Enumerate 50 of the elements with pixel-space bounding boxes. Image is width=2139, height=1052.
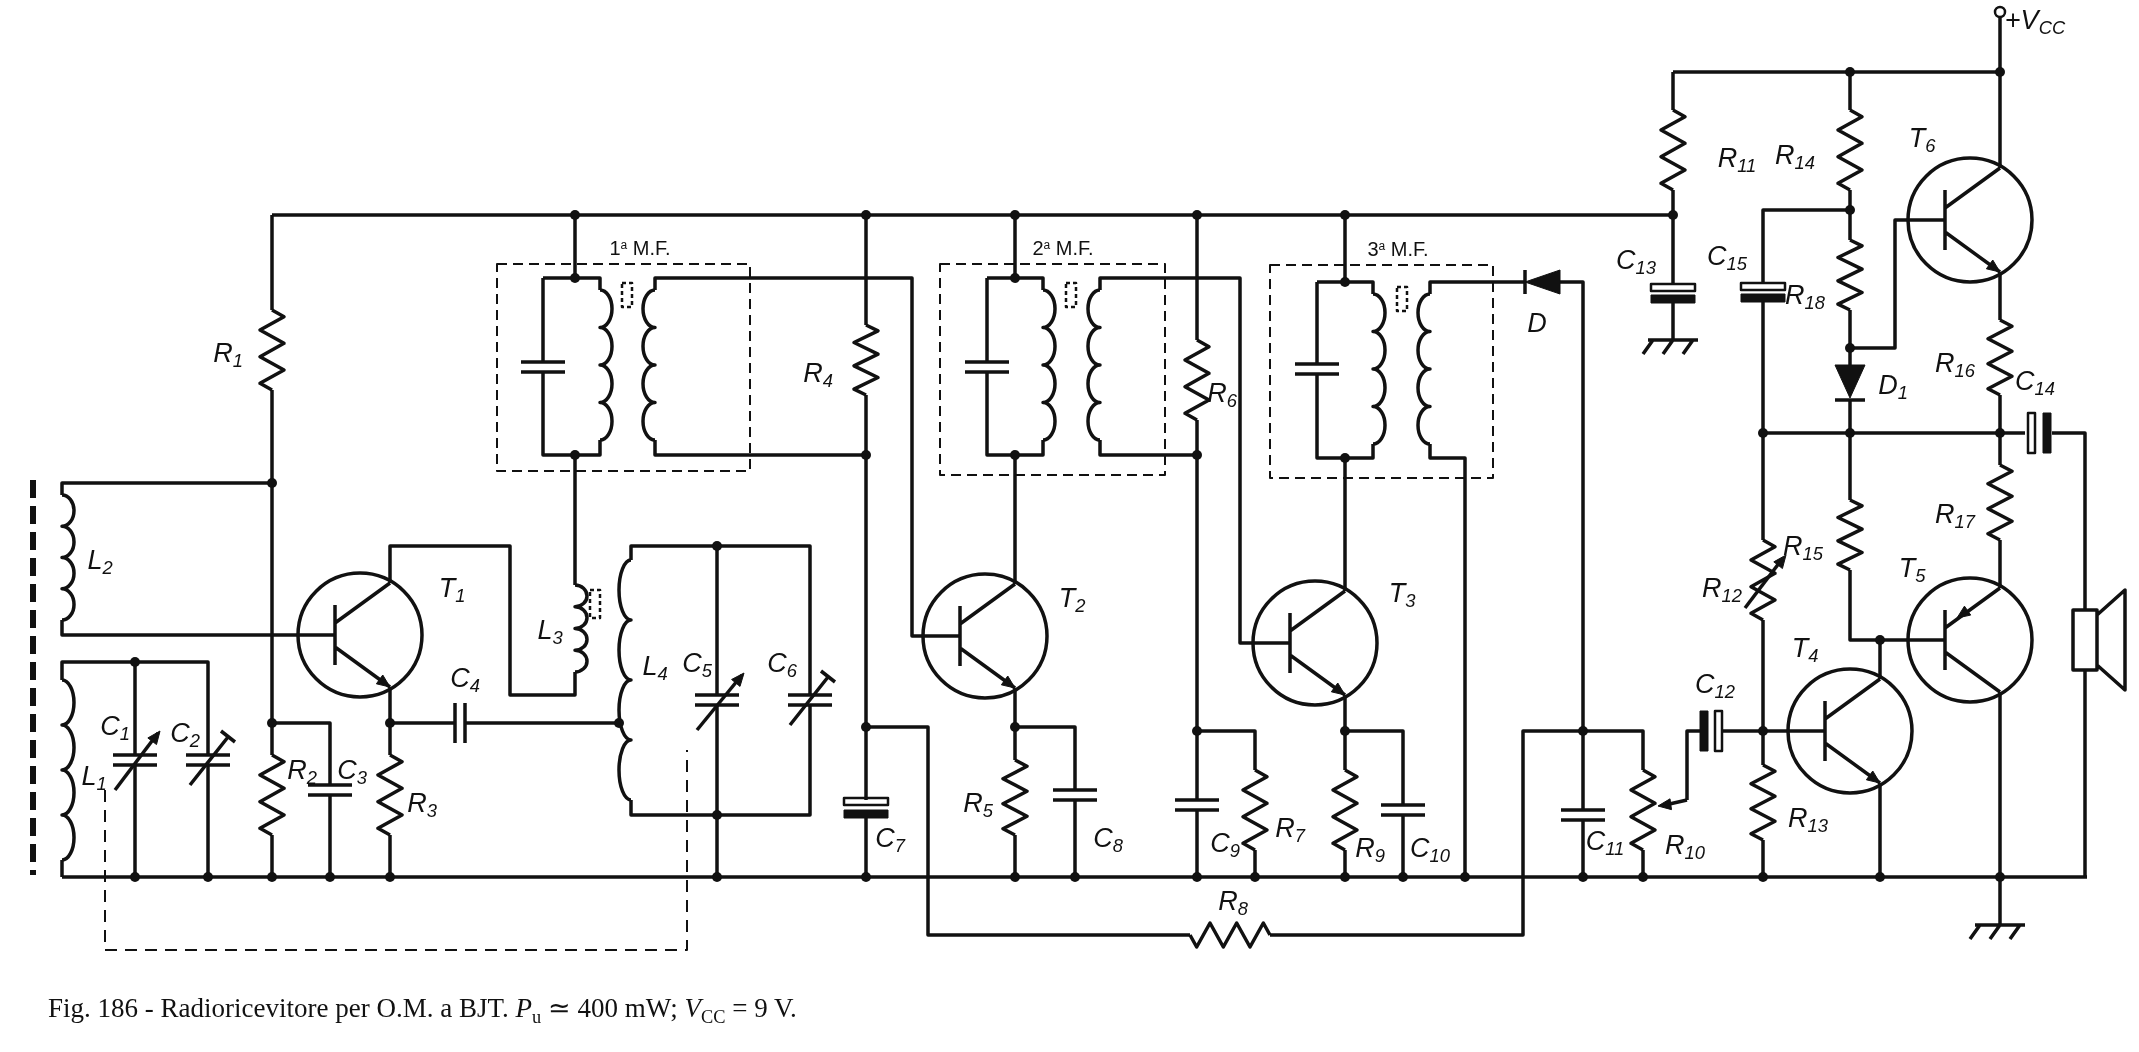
component-label: R$_{2}$ — [287, 756, 317, 788]
component-label: D — [1527, 309, 1547, 337]
component-label: T$_{3}$ — [1388, 579, 1416, 611]
component-label: T$_{1}$ — [438, 574, 466, 606]
component-label: C$_{2}$ — [170, 719, 200, 751]
stage-heading: 3$^{a}$ M.F. — [1367, 239, 1429, 259]
component-label: R$_{4}$ — [803, 359, 833, 391]
component-label: C$_{8}$ — [1093, 824, 1123, 856]
component-label: C$_{12}$ — [1695, 670, 1735, 702]
component-label: R$_{15}$ — [1783, 532, 1823, 564]
component-label: +V$_{CC}$ — [2004, 6, 2066, 38]
component-label: L$_{2}$ — [87, 546, 113, 578]
component-label: C$_{13}$ — [1616, 246, 1656, 278]
component-label: T$_{5}$ — [1898, 554, 1926, 586]
component-label: C$_{3}$ — [337, 756, 367, 788]
component-label: R$_{17}$ — [1935, 500, 1975, 532]
component-label: R$_{18}$ — [1785, 281, 1825, 313]
component-label: R$_{8}$ — [1218, 887, 1248, 919]
component-label: R$_{1}$ — [213, 339, 243, 371]
component-label: C$_{4}$ — [450, 664, 480, 696]
component-label: C$_{10}$ — [1410, 834, 1450, 866]
component-label: C$_{15}$ — [1707, 242, 1747, 274]
component-label: R$_{6}$ — [1207, 379, 1237, 411]
component-label: R$_{12}$ — [1702, 574, 1742, 606]
component-label: C$_{1}$ — [100, 712, 130, 744]
component-label: R$_{16}$ — [1935, 349, 1975, 381]
component-label: C$_{5}$ — [682, 649, 712, 681]
component-label: R$_{9}$ — [1355, 834, 1385, 866]
component-label: L$_{4}$ — [642, 652, 668, 684]
component-label: T$_{4}$ — [1791, 634, 1819, 666]
component-label: R$_{13}$ — [1788, 804, 1828, 836]
component-label: L$_{1}$ — [81, 762, 107, 794]
component-label: C$_{11}$ — [1585, 827, 1625, 859]
component-label: L$_{3}$ — [537, 616, 563, 648]
component-label: T$_{2}$ — [1058, 584, 1086, 616]
component-label: D$_{1}$ — [1878, 371, 1908, 403]
stage-heading: 2$^{a}$ M.F. — [1032, 238, 1094, 258]
component-label: C$_{14}$ — [2015, 367, 2055, 399]
component-label: R$_{7}$ — [1275, 814, 1305, 846]
component-label: R$_{3}$ — [407, 789, 437, 821]
figure-caption: Fig. 186 - Radioricevitore per O.M. a BJT. P$_{u}$ ≃ 400 mW; V$_{CC}$ = 9 V. — [48, 992, 797, 1028]
component-label: R$_{10}$ — [1665, 831, 1705, 863]
stage-heading: 1$^{a}$ M.F. — [609, 238, 671, 258]
component-label: C$_{6}$ — [767, 649, 797, 681]
component-label: R$_{11}$ — [1717, 144, 1757, 176]
component-label: C$_{7}$ — [875, 824, 905, 856]
component-label: C$_{9}$ — [1210, 829, 1240, 861]
component-label: R$_{5}$ — [963, 789, 993, 821]
component-label: R$_{14}$ — [1775, 141, 1815, 173]
component-label: T$_{6}$ — [1908, 124, 1936, 156]
